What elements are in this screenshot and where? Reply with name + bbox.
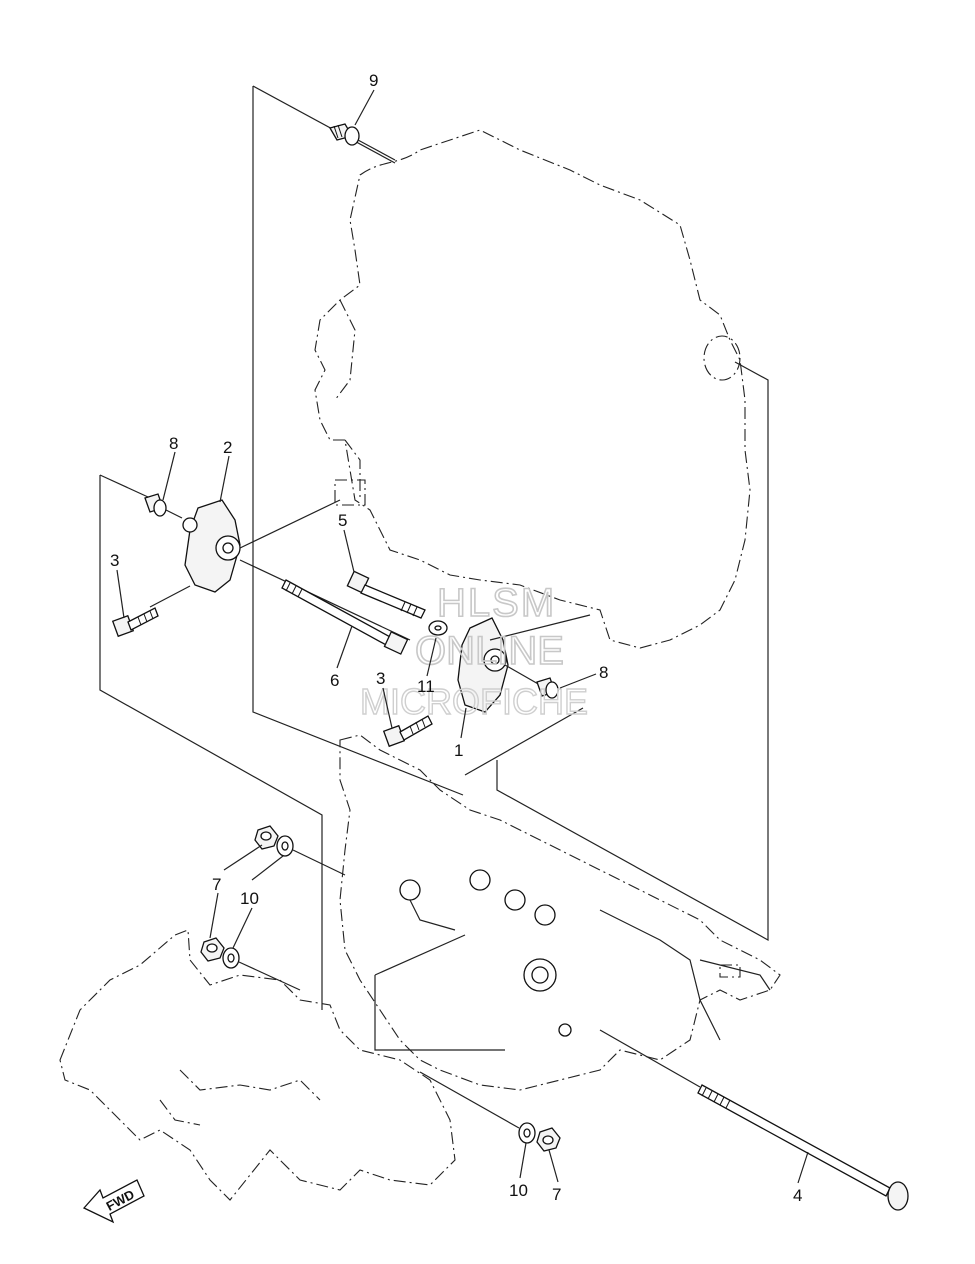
part-4-long-bolt <box>599 1029 909 1211</box>
part-1-engine-mount <box>457 614 591 713</box>
callout-10: 10 <box>509 1181 528 1200</box>
callout-11: 11 <box>417 677 435 696</box>
part-5-bolt <box>346 570 426 619</box>
callout-7: 7 <box>212 875 221 894</box>
part-9-bolt <box>329 123 396 161</box>
part-8-bolt-right <box>536 677 559 699</box>
callout-3: 3 <box>110 551 119 570</box>
assembly-frames <box>99 85 769 1051</box>
callout-3: 3 <box>376 669 385 688</box>
callout-4: 4 <box>793 1186 802 1205</box>
part-7-nut-lower-left <box>200 937 225 962</box>
part-10-washer-upper <box>276 835 346 876</box>
part-7-nut-bottom <box>536 1127 561 1152</box>
part-7-nut-upper <box>254 825 279 850</box>
watermark-line2: ONLINE <box>415 629 564 673</box>
callout-1: 1 <box>454 741 463 760</box>
part-3-bolt-left <box>111 607 159 638</box>
watermark-line1: HLSM <box>437 581 556 625</box>
part-10-washer-lower-left <box>222 947 301 991</box>
callout-7: 7 <box>552 1185 561 1204</box>
callout-8: 8 <box>169 434 178 453</box>
mount-bracket-lower <box>339 734 781 1091</box>
callout-9: 9 <box>369 71 378 90</box>
part-2-engine-mount <box>149 499 411 641</box>
part-3-bolt-center <box>382 715 433 748</box>
callout-leaders <box>116 89 809 1184</box>
hull-outline <box>59 929 456 1201</box>
callout-10: 10 <box>240 889 259 908</box>
part-6-through-bolt <box>281 579 409 655</box>
watermark: HLSM ONLINE MICROFICHE <box>359 580 588 723</box>
callout-6: 6 <box>330 671 339 690</box>
callout-5: 5 <box>338 511 347 530</box>
callout-2: 2 <box>223 438 232 457</box>
watermark-line3: MICROFICHE <box>360 681 588 722</box>
part-10-washer-bottom <box>419 1071 536 1144</box>
callout-labels: 9 8 2 3 5 6 3 11 1 8 7 10 10 7 4 <box>110 71 802 1205</box>
part-8-bolt-upper <box>144 493 183 519</box>
fwd-arrow-icon: FWD <box>82 1179 145 1224</box>
part-11-washer <box>428 620 448 636</box>
callout-8: 8 <box>599 663 608 682</box>
engine-outline <box>314 129 751 649</box>
fwd-label: FWD <box>104 1187 137 1214</box>
